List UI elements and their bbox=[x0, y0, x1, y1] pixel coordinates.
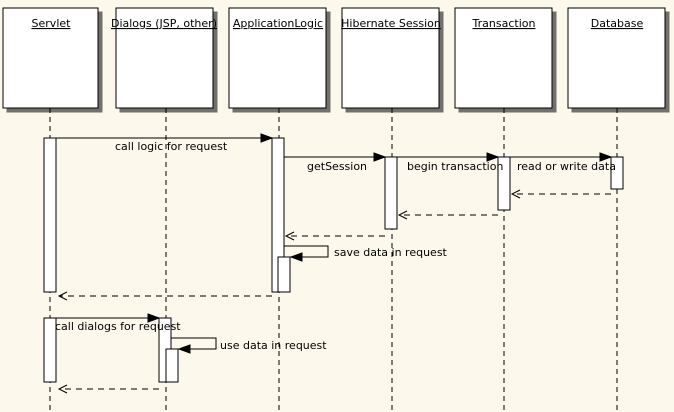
message-label: use data in request bbox=[220, 339, 327, 352]
participant-database: Database bbox=[567, 7, 666, 109]
message-label: save data in request bbox=[334, 246, 448, 259]
message-use-data: use data in request bbox=[171, 337, 327, 354]
messages: call logic for request getSession begin … bbox=[55, 133, 616, 394]
message-begin-transaction: begin transaction bbox=[397, 152, 503, 173]
participant-label: Hibernate Session bbox=[341, 17, 441, 30]
participant-label: Servlet bbox=[32, 17, 72, 30]
message-label: call dialogs for request bbox=[55, 320, 181, 333]
message-return-transaction bbox=[397, 210, 498, 220]
message-label: read or write data bbox=[517, 160, 616, 173]
message-call-dialogs: call dialogs for request bbox=[55, 313, 181, 333]
activation-dialogs-nested bbox=[165, 348, 179, 383]
activation-database bbox=[610, 156, 624, 190]
message-return-hibernate bbox=[284, 231, 385, 241]
participant-label: Dialogs (JSP, other) bbox=[111, 17, 217, 30]
message-read-write: read or write data bbox=[510, 152, 616, 173]
participant-label: Transaction bbox=[472, 17, 536, 30]
activations bbox=[43, 137, 624, 383]
participant-transaction: Transaction bbox=[454, 7, 553, 109]
message-return-applogic bbox=[57, 291, 272, 301]
participant-label: Database bbox=[591, 17, 644, 30]
activation-servlet-1 bbox=[43, 137, 57, 293]
message-return-dialogs bbox=[57, 384, 159, 394]
message-return-database bbox=[510, 189, 611, 199]
participant-dialogs: Dialogs (JSP, other) bbox=[111, 7, 217, 109]
activation-transaction bbox=[497, 156, 511, 211]
message-label: begin transaction bbox=[407, 160, 503, 173]
message-call-logic: call logic for request bbox=[56, 133, 274, 153]
participant-label: ApplicationLogic bbox=[233, 17, 323, 30]
message-save-data: save data in request bbox=[284, 245, 448, 262]
message-label: call logic for request bbox=[115, 140, 228, 153]
participant-hibernate: Hibernate Session bbox=[341, 7, 441, 109]
activation-servlet-2 bbox=[43, 317, 57, 383]
message-get-session: getSession bbox=[284, 152, 387, 173]
message-label: getSession bbox=[307, 160, 367, 173]
participant-servlet: Servlet bbox=[2, 7, 99, 109]
participants: Servlet Dialogs (JSP, other) Application… bbox=[2, 7, 666, 109]
activation-hibernate bbox=[384, 156, 398, 230]
activation-applogic-nested bbox=[277, 256, 291, 293]
participant-applogic: ApplicationLogic bbox=[228, 7, 327, 109]
lifelines bbox=[49, 108, 618, 410]
